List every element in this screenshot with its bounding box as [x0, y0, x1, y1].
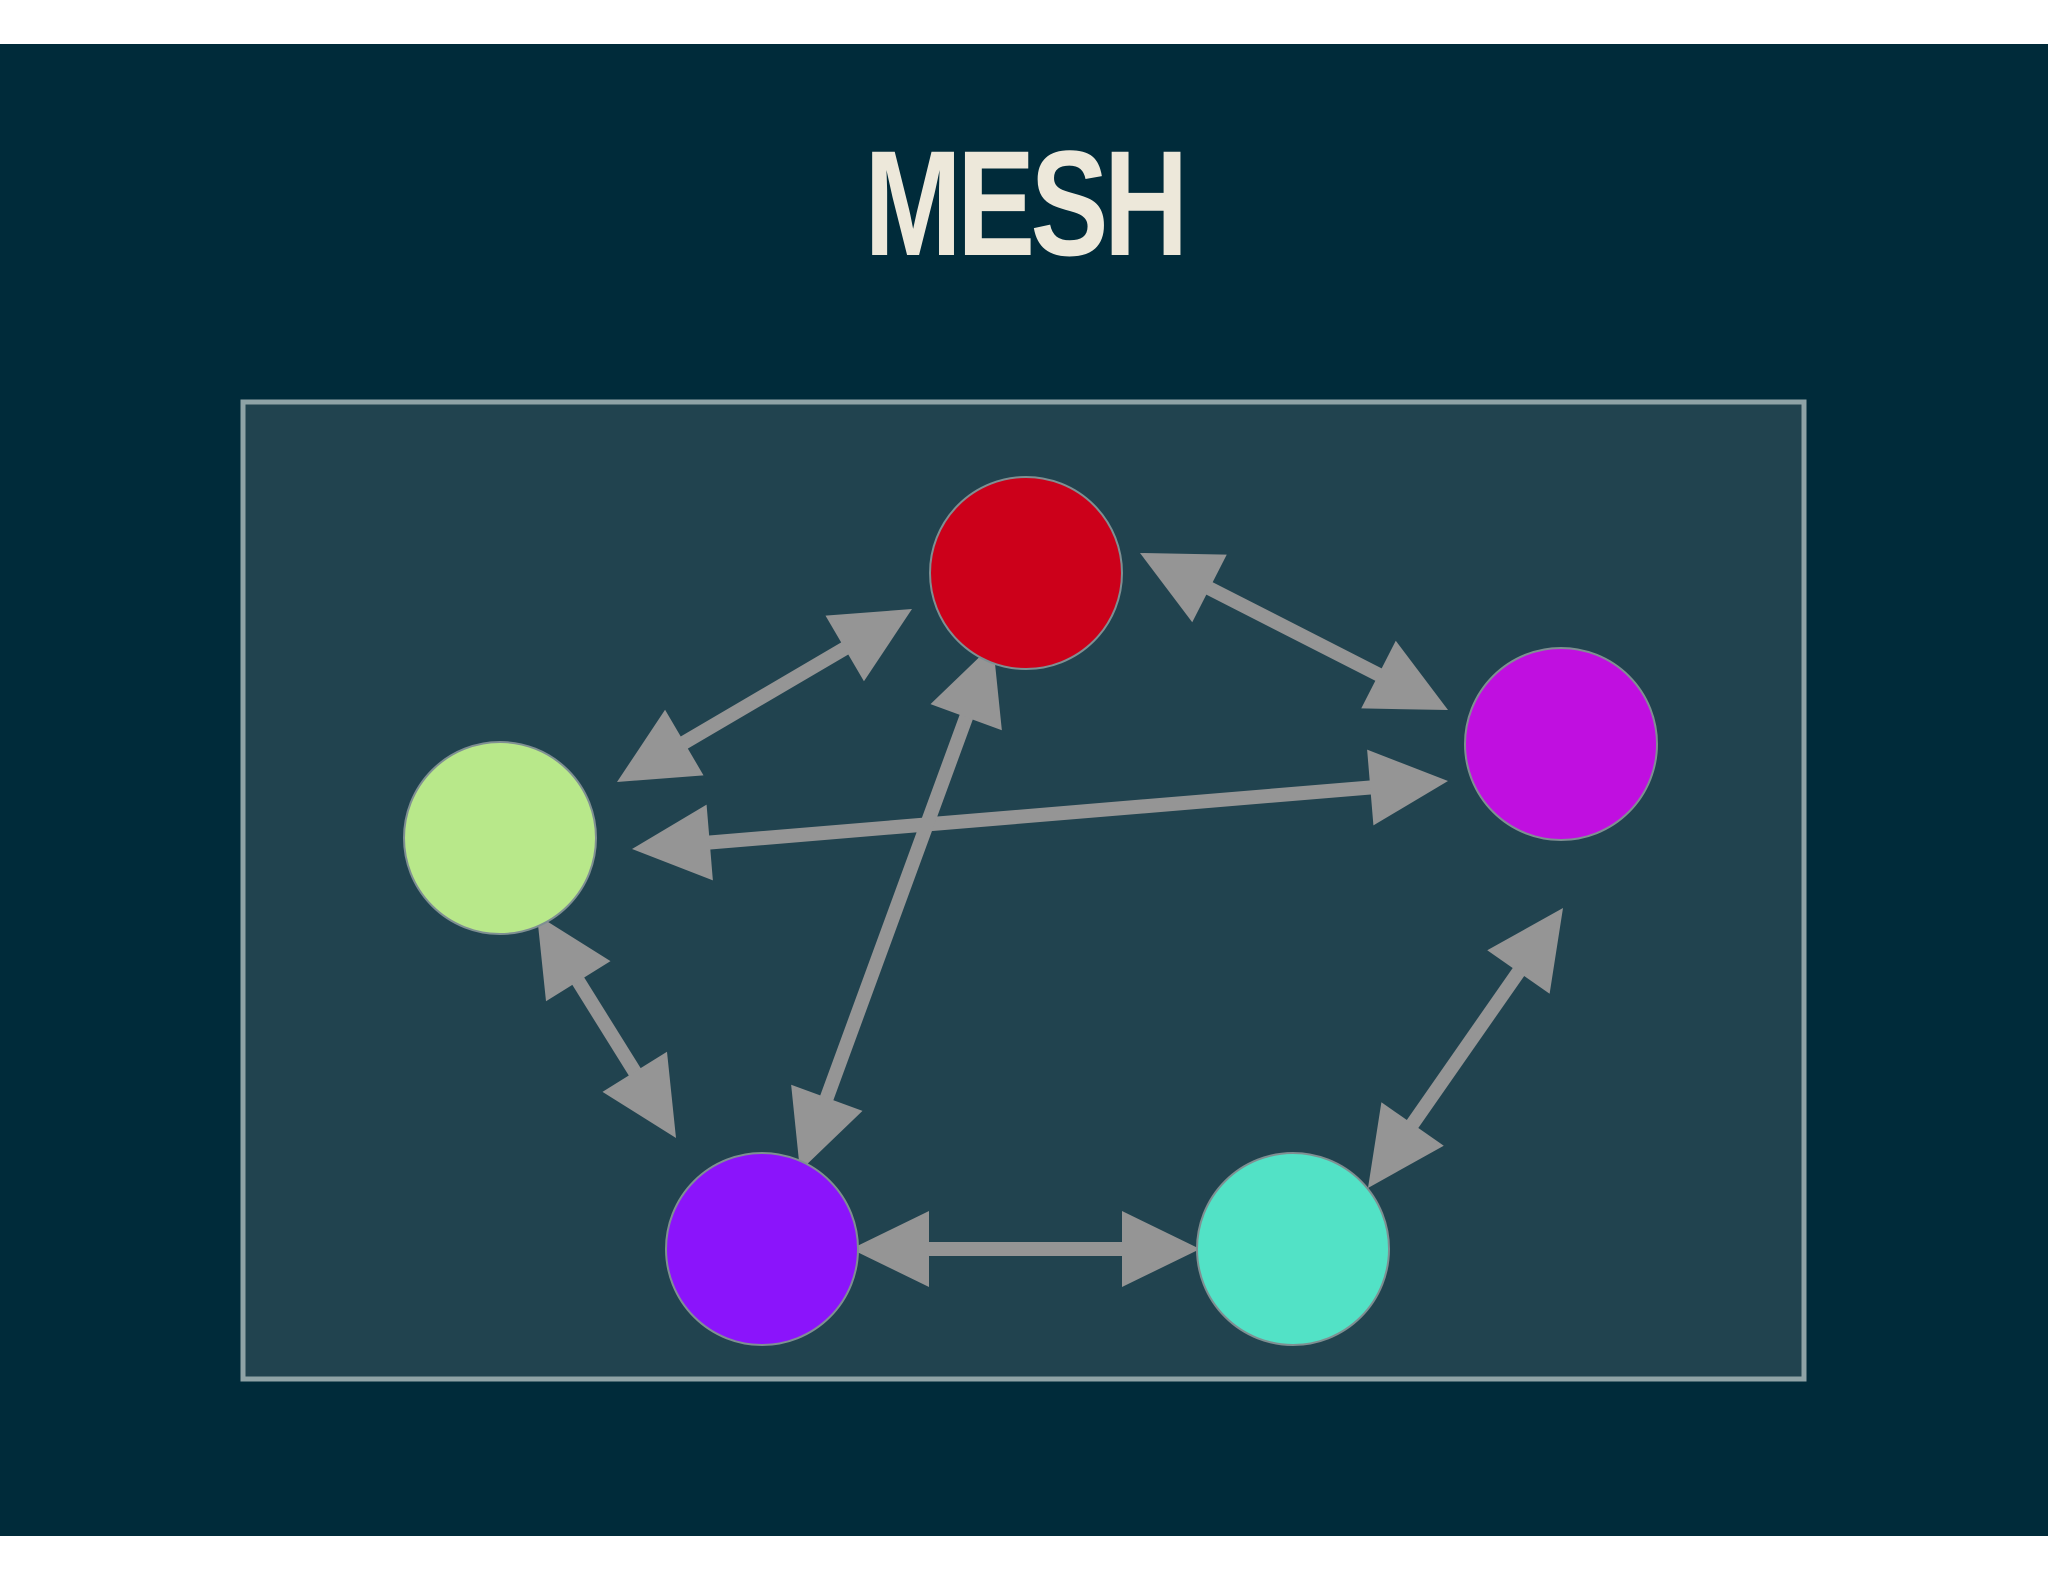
node-turquoise [1196, 1152, 1390, 1346]
arrowhead [791, 1084, 863, 1171]
arrowhead [1367, 749, 1448, 826]
link-shaft [569, 972, 644, 1081]
link-shaft [675, 639, 854, 752]
link-light-green-purple [537, 915, 676, 1138]
link-turquoise-magenta [1368, 908, 1563, 1188]
slide-title: MESH [864, 119, 1188, 287]
arrowhead [1487, 908, 1563, 994]
arrowhead [1361, 640, 1448, 710]
link-light-green-magenta [632, 749, 1448, 881]
arrowhead [851, 1211, 929, 1287]
link-shaft [703, 780, 1377, 850]
arrowhead [617, 709, 704, 782]
node-light-green [403, 741, 597, 935]
link-light-green-red [617, 609, 912, 782]
node-magenta [1464, 647, 1658, 841]
nodes-layer [403, 476, 1658, 1346]
arrowhead [825, 609, 912, 682]
arrowhead [537, 915, 611, 1002]
arrowhead [602, 1051, 676, 1138]
link-shaft [818, 709, 975, 1106]
arrowhead [1122, 1211, 1200, 1287]
arrowhead [1368, 1102, 1444, 1188]
node-purple [665, 1152, 859, 1346]
arrowhead [930, 644, 1002, 731]
arrowhead [1140, 553, 1227, 623]
link-shaft [1403, 963, 1528, 1133]
link-red-magenta [1140, 553, 1448, 710]
link-red-purple [791, 644, 1002, 1171]
link-purple-turquoise [851, 1211, 1200, 1287]
link-shaft [1200, 579, 1388, 684]
arrowhead [632, 804, 713, 881]
links-layer [537, 553, 1563, 1287]
node-red [929, 476, 1123, 670]
